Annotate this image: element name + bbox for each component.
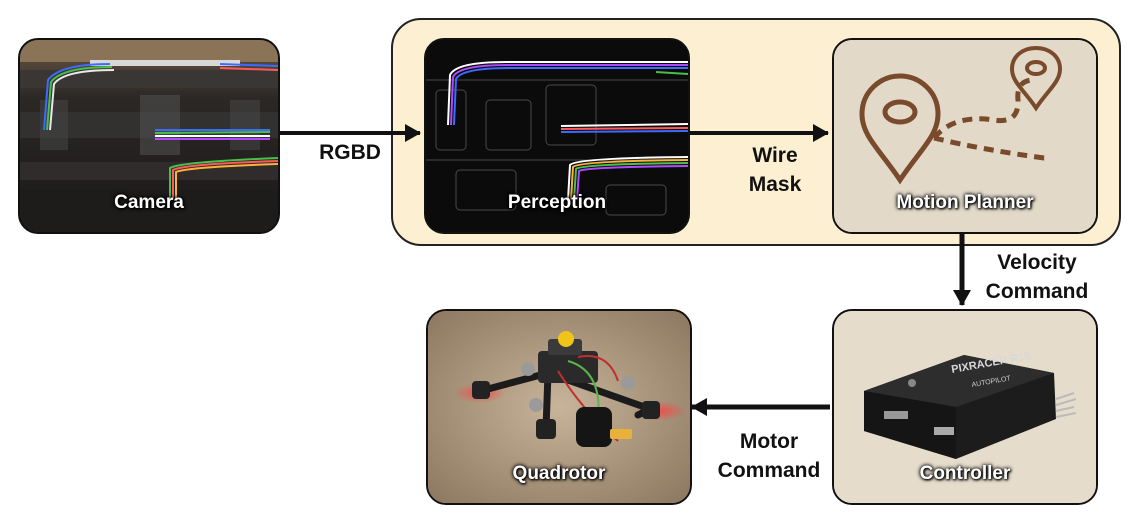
- perception-image: [426, 40, 688, 232]
- perception-panel: Perception: [424, 38, 690, 234]
- wire-mask-line-2: Mask: [748, 173, 802, 196]
- edge-label-velocity-command: Velocity Command: [972, 248, 1102, 306]
- controller-caption: Controller: [919, 463, 1011, 484]
- edge-label-rgbd: RGBD: [319, 141, 381, 164]
- velocity-command-line-1: Velocity: [997, 251, 1077, 274]
- perception-caption: Perception: [507, 192, 607, 213]
- edge-label-wire-mask: Wire Mask: [730, 141, 820, 199]
- route-illustration: [834, 40, 1096, 232]
- edge-label-motor-command: Motor Command: [704, 427, 834, 485]
- motor-command-line-1: Motor: [739, 430, 799, 453]
- pixracer-board-image: PIXRACER R15 AUTOPILOT: [834, 311, 1096, 503]
- quadrotor-panel: Quadrotor: [426, 309, 692, 505]
- motion-planner-caption: Motion Planner: [896, 192, 1034, 213]
- wire-mask-line-1: Wire: [752, 144, 798, 167]
- motor-command-line-2: Command: [717, 459, 821, 482]
- goal-pin-icon: [1009, 45, 1063, 112]
- velocity-command-line-2: Command: [985, 280, 1089, 303]
- motion-planner-panel: Motion Planner: [832, 38, 1098, 234]
- quadrotor-image: [428, 311, 690, 503]
- camera-panel: Camera: [18, 38, 280, 234]
- start-pin-icon: [859, 73, 941, 185]
- camera-image: [20, 40, 278, 232]
- quadrotor-caption: Quadrotor: [512, 463, 606, 484]
- controller-panel: PIXRACER R15 AUTOPILOT Controller: [832, 309, 1098, 505]
- camera-caption: Camera: [114, 192, 184, 213]
